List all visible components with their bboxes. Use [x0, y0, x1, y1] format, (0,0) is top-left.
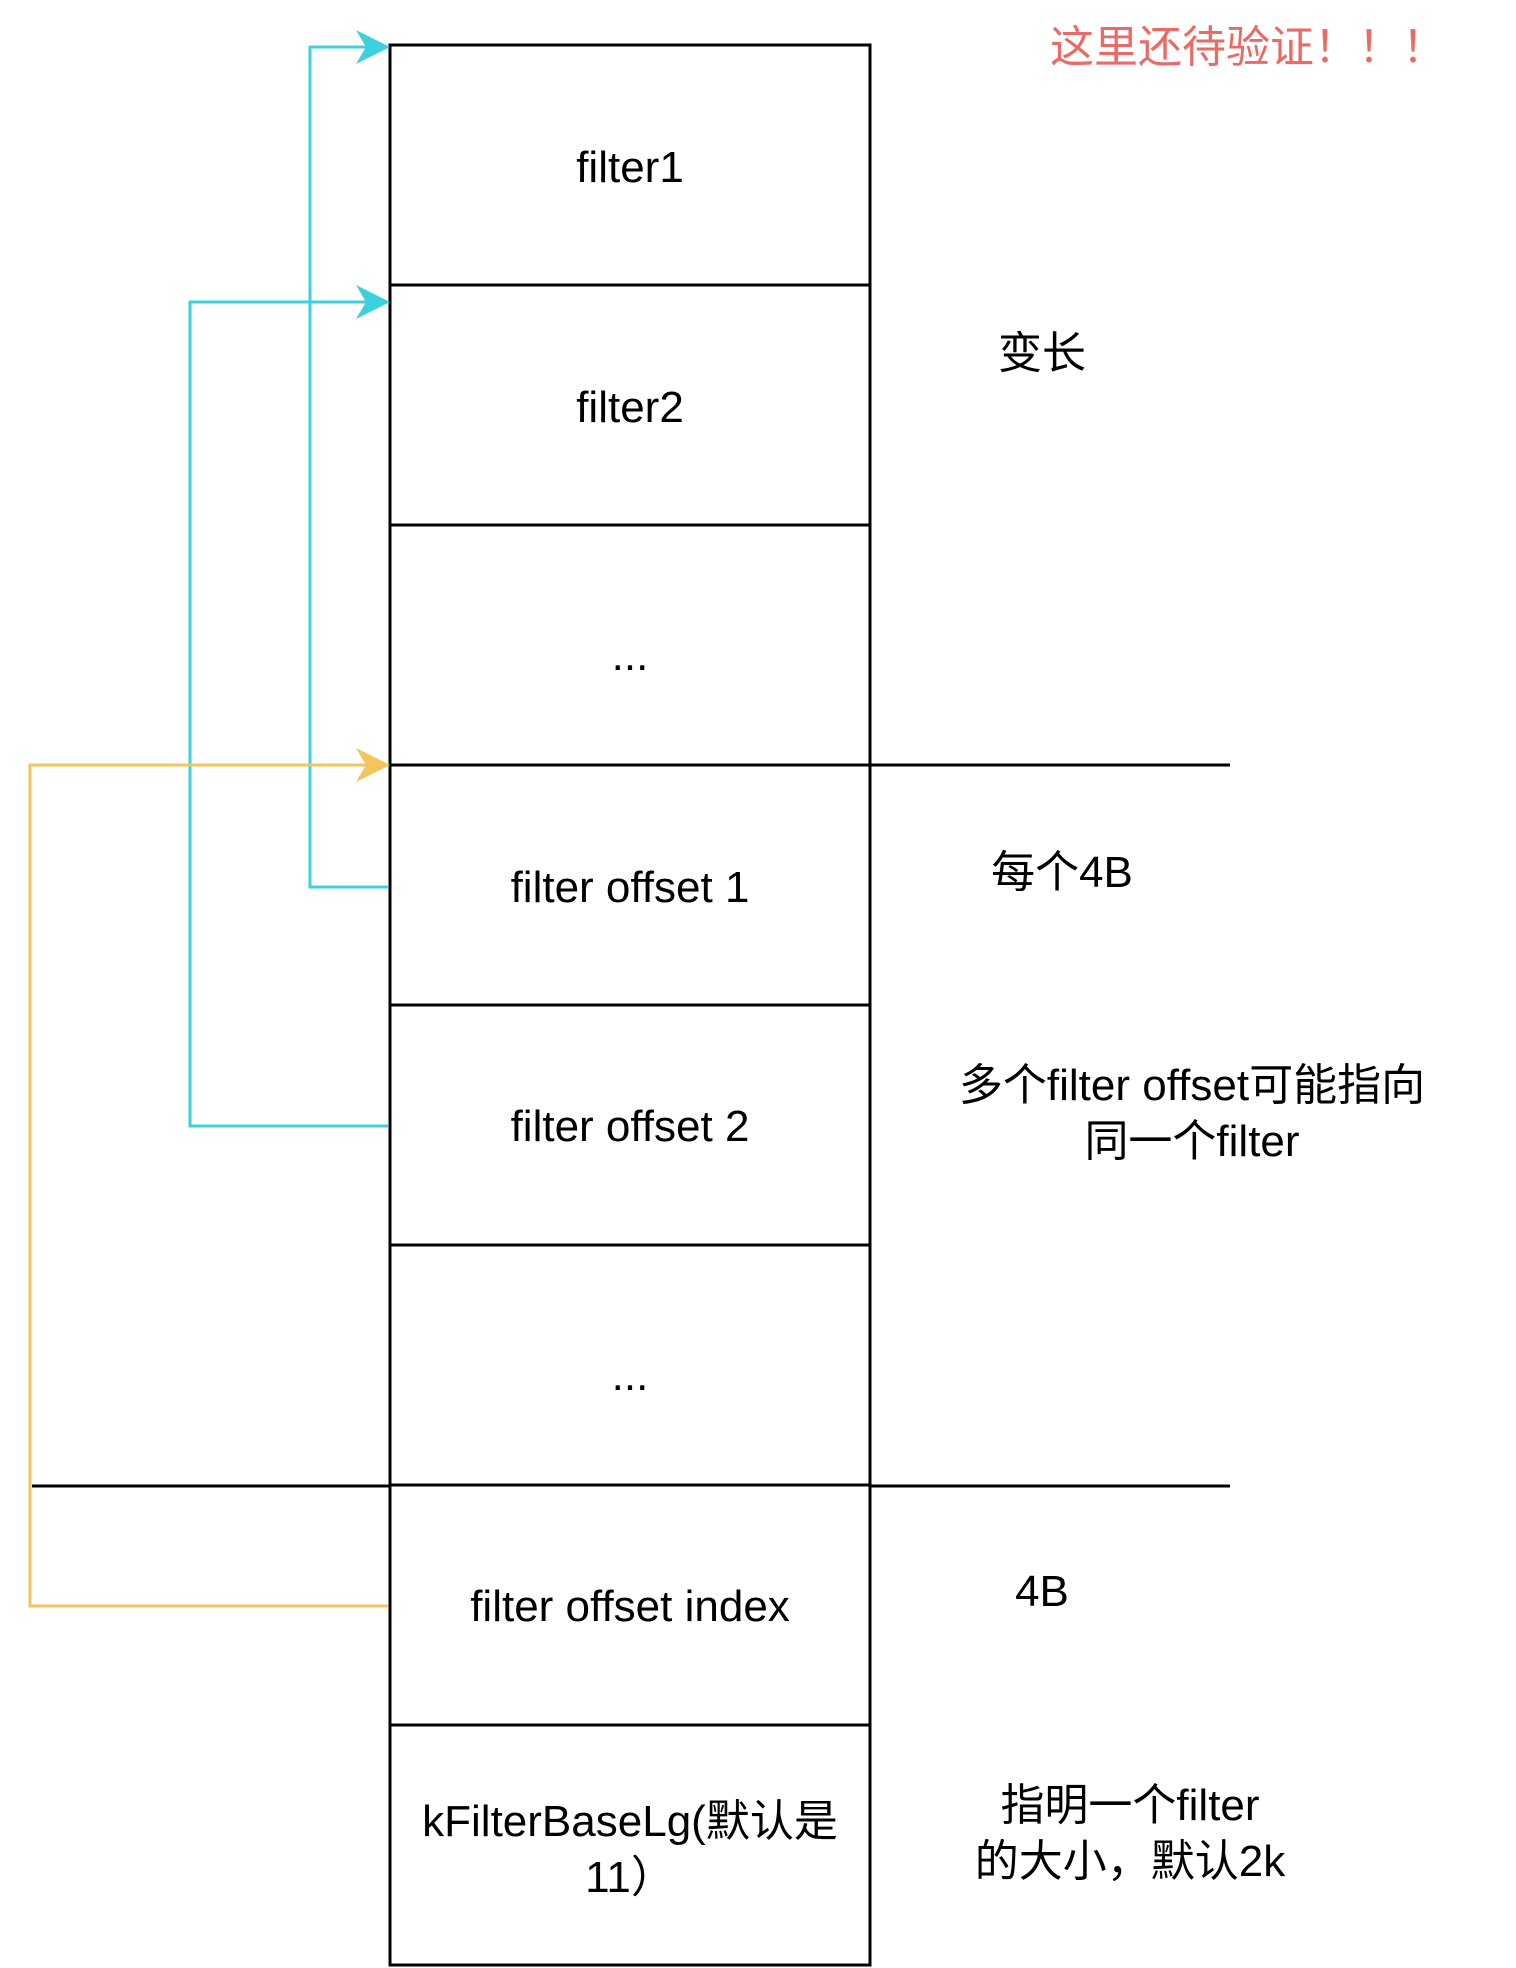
cell-label-filter-ellipsis: ... [612, 631, 649, 680]
annotation-base-lg-note-line-2: 的大小，默认2k [975, 1837, 1286, 1886]
cell-label-offset-ellipsis: ... [612, 1351, 649, 1400]
annotation-each-4b: 每个4B [991, 848, 1133, 897]
cell-filter2 [388, 283, 872, 527]
annotation-multiple-offsets-note-line-2: 同一个filter [1084, 1117, 1299, 1166]
cell-label-filter-offset-2: filter offset 2 [511, 1102, 750, 1151]
annotation-variable-length: 变长 [998, 329, 1086, 378]
arrowhead-filter2 [356, 285, 390, 319]
cell-label-kfilterbaselg-line-1: kFilterBaseLg(默认是 [422, 1797, 838, 1846]
arrow-index-to-offsets [28, 763, 388, 1608]
annotation-base-lg-note-line-1: 指明一个filter [1000, 1781, 1259, 1830]
annotation-index-4b: 4B [1015, 1567, 1069, 1616]
cell-label-filter1: filter1 [576, 143, 684, 192]
cell-label-filter2: filter2 [576, 383, 684, 432]
cell-filter-ellipsis [388, 523, 872, 767]
cell-filter1 [388, 43, 872, 287]
cell-label-kfilterbaselg-line-2: 11） [585, 1853, 675, 1902]
cell-label-filter-offset-index: filter offset index [470, 1582, 790, 1631]
verification-note: 这里还待验证！！！ [1050, 23, 1446, 72]
cell-labels: filter1 filter2... filter offset 1 filter o… [422, 143, 838, 1902]
cell-filter-offset-index [388, 1483, 872, 1727]
cell-filter-offset-1 [388, 763, 872, 1007]
arrow-offset1-to-filter1 [308, 45, 388, 889]
cell-kfilterbaselg [388, 1723, 872, 1967]
arrowhead-offsets-start [356, 748, 390, 782]
arrow-offset2-to-filter2 [188, 300, 388, 1128]
cell-stack [388, 43, 872, 1967]
annotation-multiple-offsets-note-line-1: 多个filter offset可能指向 [959, 1061, 1425, 1110]
cell-label-filter-offset-1: filter offset 1 [511, 863, 750, 912]
arrowhead-filter1 [356, 30, 390, 64]
